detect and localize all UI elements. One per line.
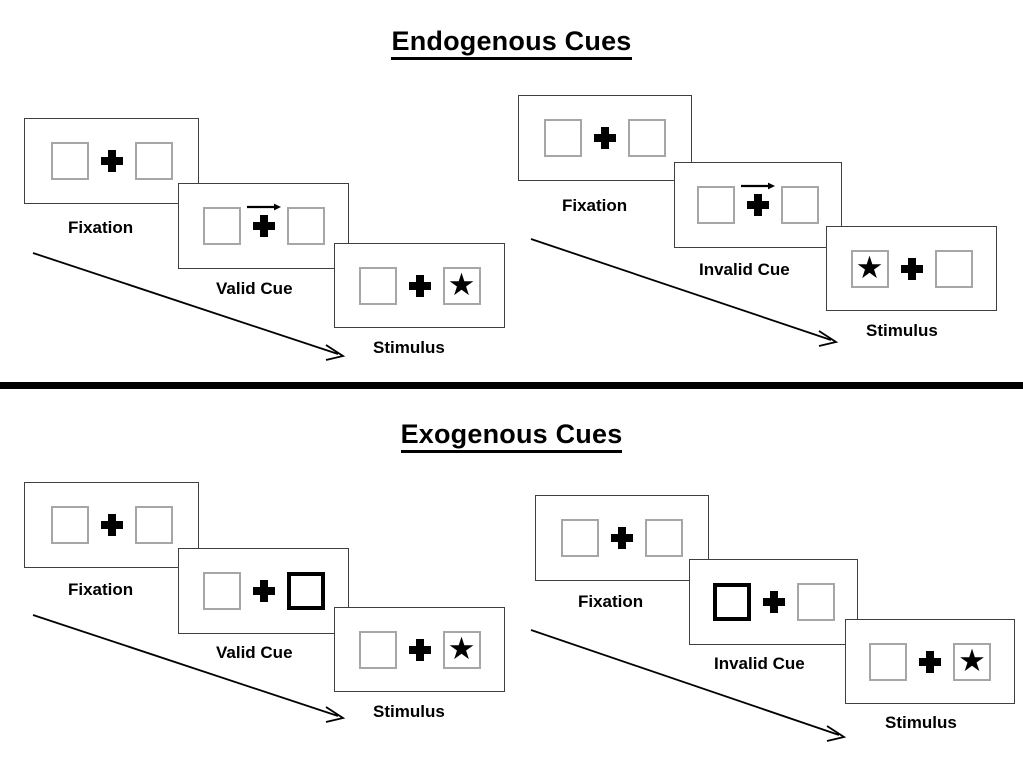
time-progression-arrow-endogenous-invalid [530, 238, 839, 347]
stimulus-box-right-cued [286, 572, 325, 610]
panel-endogenous-valid-stimulus: ★ [334, 243, 505, 328]
stage-label-endogenous-invalid-fixation: Fixation [562, 196, 628, 215]
panel-endogenous-invalid-cue [674, 162, 842, 248]
stage-label-exogenous-invalid-stimulus: Stimulus [885, 713, 957, 732]
panel-content [675, 163, 841, 247]
panel-endogenous-invalid-stimulus: ★ [826, 226, 997, 311]
fixation-center [89, 514, 135, 536]
panel-content [519, 96, 691, 180]
panel-endogenous-valid-cue [178, 183, 349, 269]
plus-icon [252, 215, 275, 237]
star-icon: ★ [855, 250, 884, 285]
stimulus-box-left [869, 642, 907, 681]
stimulus-box-right [134, 142, 173, 180]
stimulus-box-left-cued [712, 583, 751, 621]
stage-label-endogenous-valid-cue: Valid Cue [216, 279, 293, 298]
stimulus-box-left [50, 142, 89, 180]
stage-label-exogenous-valid-stimulus: Stimulus [373, 702, 445, 721]
panel-exogenous-valid-fixation [24, 482, 199, 568]
fixation-center [751, 591, 797, 613]
star-icon: ★ [447, 631, 476, 666]
time-progression-arrow-exogenous-valid [32, 614, 346, 723]
arrow-right-icon [246, 203, 281, 211]
time-progression-arrow-endogenous-valid [32, 252, 346, 361]
stimulus-box-right [796, 583, 835, 621]
panel-content [536, 496, 708, 580]
stimulus-box-left [697, 186, 735, 224]
panel-content: ★ [335, 244, 504, 327]
plus-icon [100, 514, 123, 536]
stimulus-box-right [628, 119, 666, 157]
stage-label-exogenous-invalid-cue: Invalid Cue [714, 654, 805, 673]
stimulus-box-left: ★ [850, 249, 889, 288]
plus-icon [100, 150, 123, 172]
panel-content [690, 560, 857, 644]
plus-icon [762, 591, 785, 613]
plus-icon [594, 127, 616, 149]
fixation-center [241, 580, 287, 602]
stimulus-box-left [50, 506, 89, 544]
section-title-exogenous: Exogenous Cues [0, 419, 1023, 453]
stimulus-box-right: ★ [442, 630, 481, 669]
time-progression-arrow-exogenous-invalid [530, 629, 847, 742]
stage-label-endogenous-valid-fixation: Fixation [68, 218, 134, 237]
stimulus-box-left [202, 207, 241, 245]
stimulus-box-right [781, 186, 819, 224]
plus-icon [611, 527, 633, 549]
stimulus-box-right [645, 519, 683, 557]
plus-icon [408, 274, 431, 297]
plus-icon [747, 194, 769, 216]
panel-content [25, 119, 198, 203]
panel-content [25, 483, 198, 567]
stimulus-box-left [358, 266, 397, 305]
stage-label-exogenous-valid-fixation: Fixation [68, 580, 134, 599]
panel-content [179, 184, 348, 268]
panel-exogenous-invalid-stimulus: ★ [845, 619, 1015, 704]
panel-content [179, 549, 348, 633]
stimulus-box-right: ★ [953, 642, 991, 681]
stage-label-endogenous-invalid-stimulus: Stimulus [866, 321, 938, 340]
panel-exogenous-valid-stimulus: ★ [334, 607, 505, 692]
panel-content: ★ [335, 608, 504, 691]
plus-icon [919, 650, 941, 673]
star-icon: ★ [447, 267, 476, 302]
panel-endogenous-valid-fixation [24, 118, 199, 204]
section-divider [0, 382, 1023, 389]
section-title-endogenous: Endogenous Cues [0, 26, 1023, 60]
plus-icon [408, 638, 431, 661]
star-icon: ★ [958, 643, 986, 678]
stimulus-box-left [544, 119, 582, 157]
fixation-center [397, 638, 443, 661]
stage-label-exogenous-valid-cue: Valid Cue [216, 643, 293, 662]
section-title-endogenous-text: Endogenous Cues [391, 26, 632, 60]
fixation-center [599, 527, 645, 549]
stimulus-box-right [134, 506, 173, 544]
stimulus-box-right [286, 207, 325, 245]
fixation-center [397, 274, 443, 297]
plus-icon [900, 257, 923, 280]
panel-exogenous-invalid-fixation [535, 495, 709, 581]
fixation-center [241, 203, 287, 237]
fixation-center [889, 257, 935, 280]
fixation-center [735, 182, 781, 216]
stage-label-endogenous-valid-stimulus: Stimulus [373, 338, 445, 357]
fixation-center [907, 650, 953, 673]
plus-icon [252, 580, 275, 602]
arrow-right-icon [741, 182, 775, 190]
panel-content: ★ [827, 227, 996, 310]
panel-endogenous-invalid-fixation [518, 95, 692, 181]
stimulus-box-left [358, 630, 397, 669]
panel-exogenous-valid-cue [178, 548, 349, 634]
stage-label-endogenous-invalid-cue: Invalid Cue [699, 260, 790, 279]
stimulus-box-right [934, 249, 973, 288]
panel-content: ★ [846, 620, 1014, 703]
stimulus-box-left [202, 572, 241, 610]
panel-exogenous-invalid-cue [689, 559, 858, 645]
stimulus-box-left [561, 519, 599, 557]
fixation-center [582, 127, 628, 149]
section-title-exogenous-text: Exogenous Cues [400, 419, 623, 453]
stimulus-box-right: ★ [442, 266, 481, 305]
fixation-center [89, 150, 135, 172]
stage-label-exogenous-invalid-fixation: Fixation [578, 592, 644, 611]
